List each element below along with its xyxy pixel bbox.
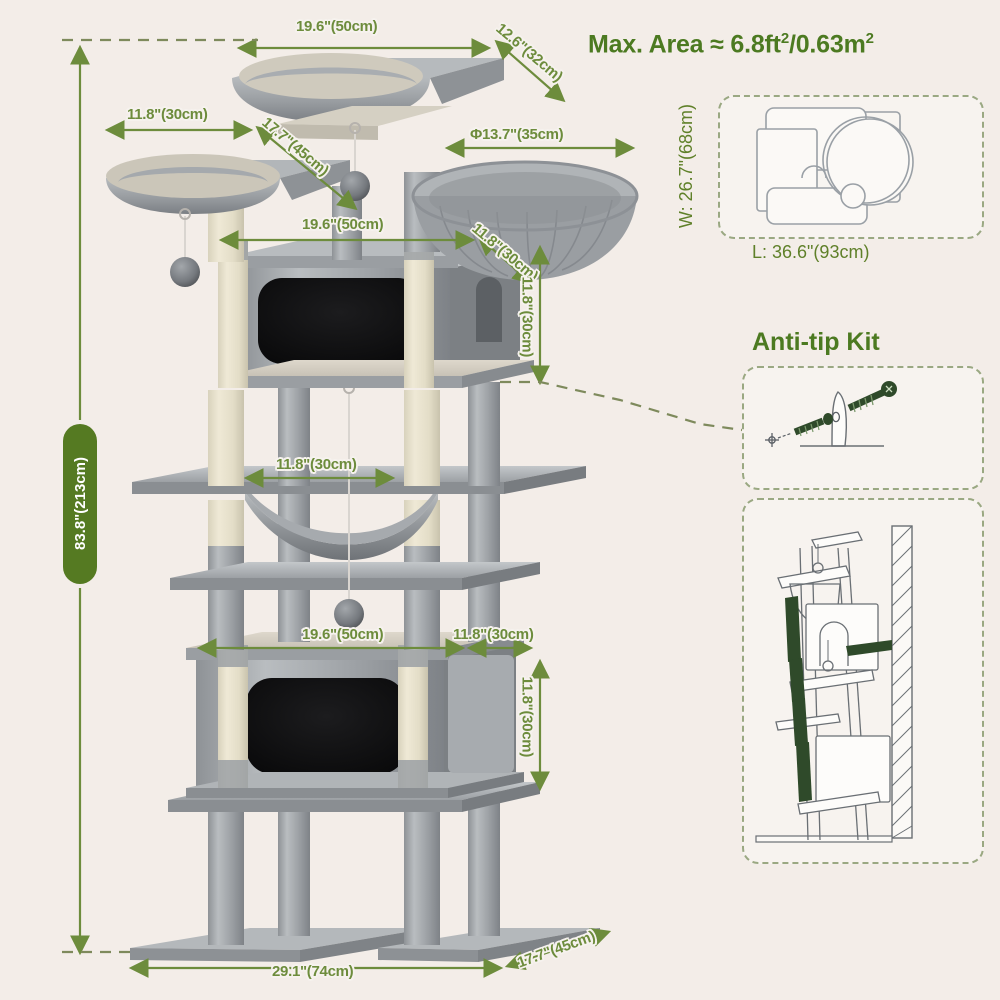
hanging-toy-left — [170, 208, 200, 287]
mid-shelf — [170, 562, 540, 590]
footprint-width-label: W: 26.7"(68cm) — [676, 104, 696, 229]
sup-2a: 2 — [780, 30, 789, 47]
dimension-arrows — [70, 38, 636, 978]
total-height-badge: 83.8"(213cm) — [63, 424, 97, 584]
max-area-text-2: /0.63m — [788, 30, 866, 59]
base-platforms — [130, 928, 600, 962]
anti-tip-kit-parts-box — [742, 366, 984, 490]
sup-2b: 2 — [865, 30, 874, 47]
top-perch — [232, 53, 504, 140]
footprint-diagram-box — [718, 95, 984, 239]
footprint-length-label: L: 36.6"(93cm) — [752, 242, 870, 262]
lower-condo — [186, 632, 524, 798]
left-perch — [106, 154, 350, 214]
max-area-title: Max. Area ≈ 6.8ft2/0.63m2 — [588, 30, 874, 59]
anti-tip-kit-title: Anti-tip Kit — [752, 328, 880, 356]
hammock — [245, 486, 438, 561]
guide-lines — [62, 38, 743, 954]
max-area-text: Max. Area ≈ 6.8ft — [588, 30, 781, 59]
anti-tip-wall-diagram-box — [742, 498, 984, 864]
total-height-value: 83.8"(213cm) — [71, 457, 89, 551]
hanging-toy-mid — [334, 382, 364, 629]
